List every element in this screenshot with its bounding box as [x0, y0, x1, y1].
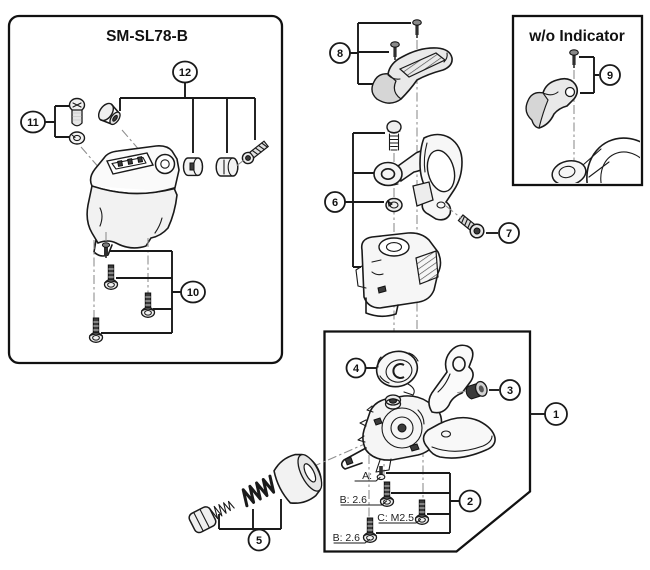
callout-6-bracket	[345, 132, 385, 268]
barrel-adjuster-section: 5	[188, 453, 323, 552]
center-line	[455, 390, 467, 394]
part-barrel-12	[97, 102, 121, 126]
label-screw-b2: B: 2.6	[333, 532, 361, 544]
callout-6: 6	[324, 191, 346, 213]
callout-5: 5	[247, 528, 271, 552]
center-line-diagonal	[295, 438, 377, 475]
callout-5-bracket	[218, 499, 282, 530]
part-adjuster-bolt	[188, 500, 235, 534]
svg-text:11: 11	[27, 117, 39, 129]
callout-2-bracket	[376, 472, 459, 534]
callout-9: 9	[599, 64, 621, 86]
svg-text:12: 12	[179, 67, 191, 79]
sm-sl78-b-section: SM-SL78-B 11 12	[7, 14, 284, 365]
svg-text:4: 4	[353, 363, 360, 375]
sm-sl78-b-title: SM-SL78-B	[106, 28, 188, 45]
part-indicator-cover	[371, 47, 453, 104]
center-line	[445, 205, 462, 219]
part-cylinder-12a	[182, 157, 204, 177]
callout-7: 7	[498, 222, 520, 244]
callout-9-bracket	[579, 56, 599, 94]
screw-labels: A: B: 2.6 C: M2.5 B: 2.6	[333, 470, 422, 544]
part-shifter-mechanism	[340, 394, 443, 473]
center-lines-10	[93, 232, 149, 320]
main-shifter-section: 1 4	[295, 330, 568, 553]
part-cylinder-12b	[215, 157, 239, 177]
part-thumb-lever	[422, 416, 496, 459]
callout-2: 2	[458, 489, 482, 513]
part-screw-10a	[101, 242, 111, 258]
part-spring	[241, 474, 276, 508]
part-lever-nut-3	[465, 380, 488, 400]
svg-text:3: 3	[507, 385, 513, 397]
svg-text:9: 9	[607, 70, 613, 82]
part-nut-6	[385, 197, 403, 213]
callout-12: 12	[172, 60, 198, 84]
part-lower-housing	[355, 232, 442, 318]
part-screw-8a	[411, 18, 423, 40]
part-shifter-body	[86, 145, 180, 257]
callout-10-bracket	[101, 250, 181, 334]
part-screw-6	[386, 120, 402, 151]
part-partial-clamp	[551, 137, 640, 183]
part-clamp-band	[412, 133, 463, 221]
callout-3: 3	[499, 379, 521, 401]
svg-text:10: 10	[187, 287, 199, 299]
callout-12-bracket	[119, 82, 256, 153]
svg-text:8: 8	[337, 48, 343, 60]
svg-text:2: 2	[467, 496, 473, 508]
part-bolt-11	[68, 97, 86, 127]
center-line	[234, 159, 245, 168]
callout-11-bracket	[45, 105, 70, 138]
part-cap-nut	[273, 453, 323, 504]
svg-text:1: 1	[553, 409, 559, 421]
svg-text:6: 6	[332, 197, 338, 209]
label-screw-c: C: M2.5	[377, 512, 414, 524]
label-screw-a: A:	[362, 470, 372, 482]
callout-8-bracket	[350, 22, 411, 85]
svg-text:5: 5	[256, 535, 262, 547]
part-screw-8b	[389, 40, 401, 62]
wo-indicator-section: w/o Indicator 9	[511, 14, 644, 187]
part-clamp-bolt-7	[457, 214, 485, 239]
middle-assembly-section: 8 6	[324, 18, 520, 390]
callout-11: 11	[20, 110, 46, 134]
part-stop-ring-11	[68, 131, 86, 145]
wo-indicator-title: w/o Indicator	[528, 28, 625, 45]
label-screw-b1: B: 2.6	[340, 494, 368, 506]
part-top-cap	[375, 350, 419, 396]
callout-1: 1	[544, 402, 568, 426]
part-release-lever	[428, 344, 474, 414]
svg-text:7: 7	[506, 228, 512, 240]
callout-4: 4	[345, 357, 367, 379]
part-plain-cover	[525, 77, 579, 129]
part-screw-12	[241, 140, 270, 165]
callout-8: 8	[329, 42, 351, 64]
callout-10: 10	[180, 280, 206, 304]
